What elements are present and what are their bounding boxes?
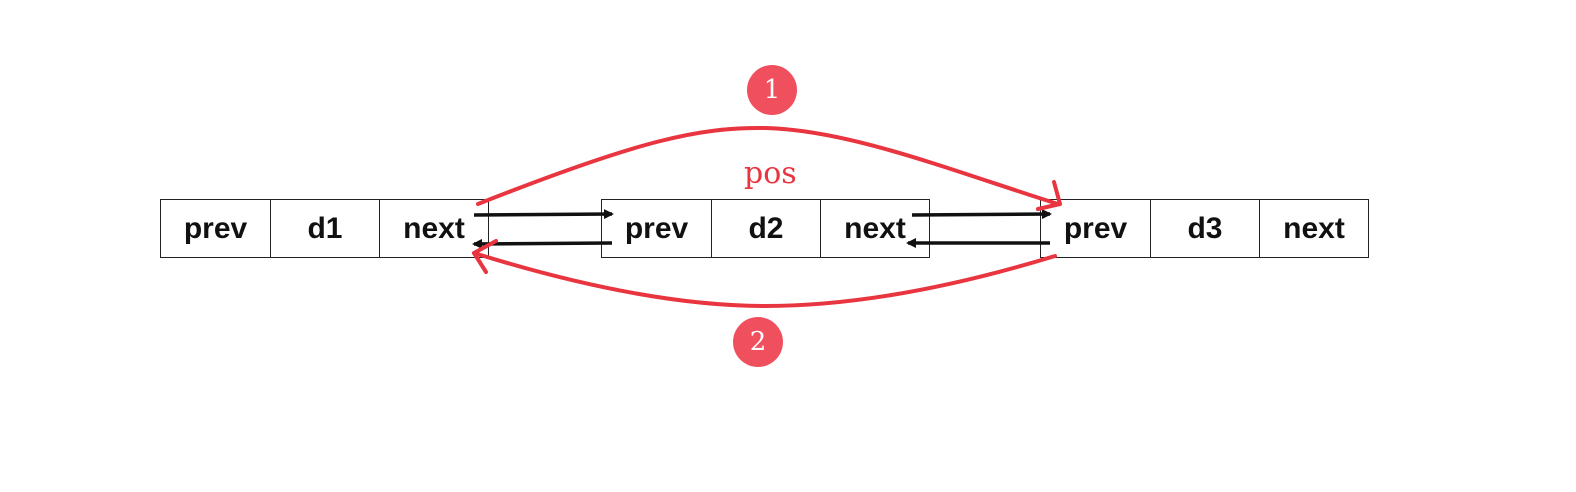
list-node-3: prev d3 next [1040,199,1369,258]
node-1-data-field: d1 [270,200,379,257]
pos-label: pos [744,156,797,191]
arrow-node1-next-to-node2 [473,209,614,220]
arrow-node2-prev-to-node1 [472,238,613,249]
node-3-prev-field: prev [1063,211,1128,245]
list-node-1: prev d1 next [160,199,489,258]
list-node-2: prev d2 next [601,199,930,258]
step-2-badge: 2 [733,317,783,367]
node-3-data-field: d3 [1150,200,1259,257]
node-1-prev-field: prev [183,211,248,245]
step-1-badge: 1 [747,65,797,115]
arrow-node2-next-to-node3 [911,209,1052,220]
step-2-number: 2 [749,327,767,357]
node-2-prev-field: prev [624,211,689,245]
node-1-next-field: next [379,200,488,257]
step-1-number: 1 [763,75,781,105]
node-2-data-field: d2 [711,200,820,257]
node-2-next-field: next [820,200,929,257]
red-arrow-step-2 [472,251,1057,309]
node-3-next-field: next [1259,200,1368,257]
